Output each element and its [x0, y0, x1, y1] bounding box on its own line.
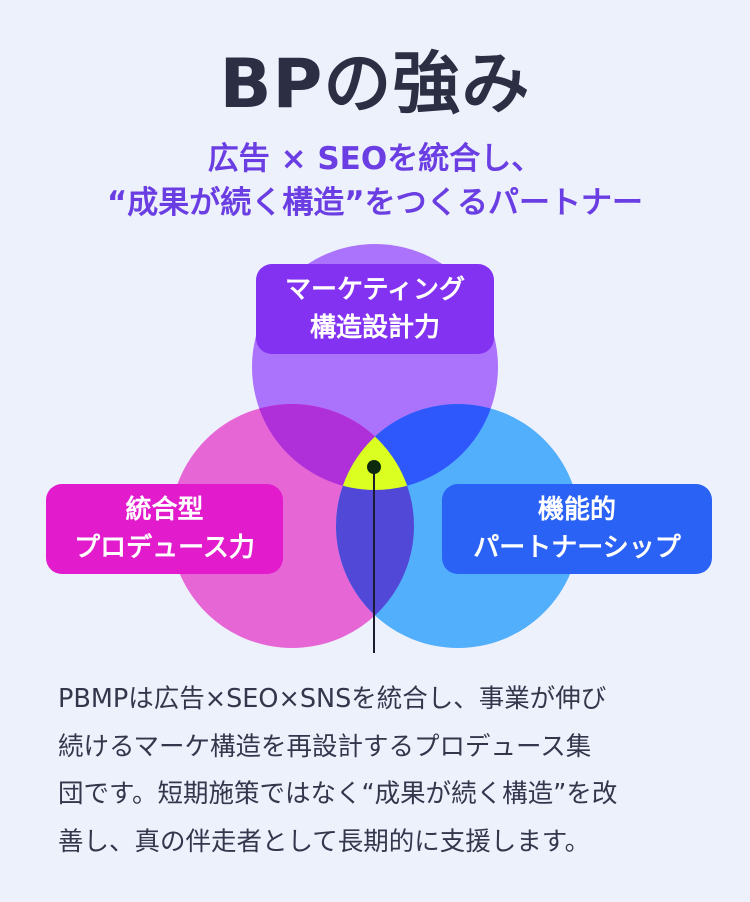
label-line: 機能的 — [537, 495, 616, 525]
label-marketing-structure: マーケティング 構造設計力 — [256, 264, 494, 354]
label-functional-partnership: 機能的 パートナーシップ — [442, 484, 712, 574]
page-title: BPの強み — [219, 45, 531, 124]
subtitle-line-1: 広告 × SEOを統合し、 — [207, 141, 543, 177]
label-line: プロデュース力 — [74, 533, 255, 563]
description-line: 団です。短期施策ではなく“成果が続く構造”を改 — [58, 779, 618, 809]
description-line: PBMPは広告×SEO×SNSを統合し、事業が伸び — [58, 684, 607, 714]
label-line: パートナーシップ — [473, 533, 681, 563]
description-line: 続けるマーケ構造を再設計するプロデュース集 — [58, 731, 592, 762]
description-line: 善し、真の伴走者として長期的に支援します。 — [58, 826, 591, 857]
subtitle-line-2: “成果が続く構造”をつくるパートナー — [106, 185, 644, 221]
center-dot — [367, 460, 381, 474]
label-integrated-produce: 統合型 プロデュース力 — [46, 484, 283, 574]
label-line: 統合型 — [125, 495, 204, 525]
label-line: 構造設計力 — [309, 313, 440, 343]
label-line: マーケティング — [285, 275, 465, 305]
description-text: PBMPは広告×SEO×SNSを統合し、事業が伸び 続けるマーケ構造を再設計する… — [58, 676, 708, 866]
overlap-center — [336, 404, 414, 490]
